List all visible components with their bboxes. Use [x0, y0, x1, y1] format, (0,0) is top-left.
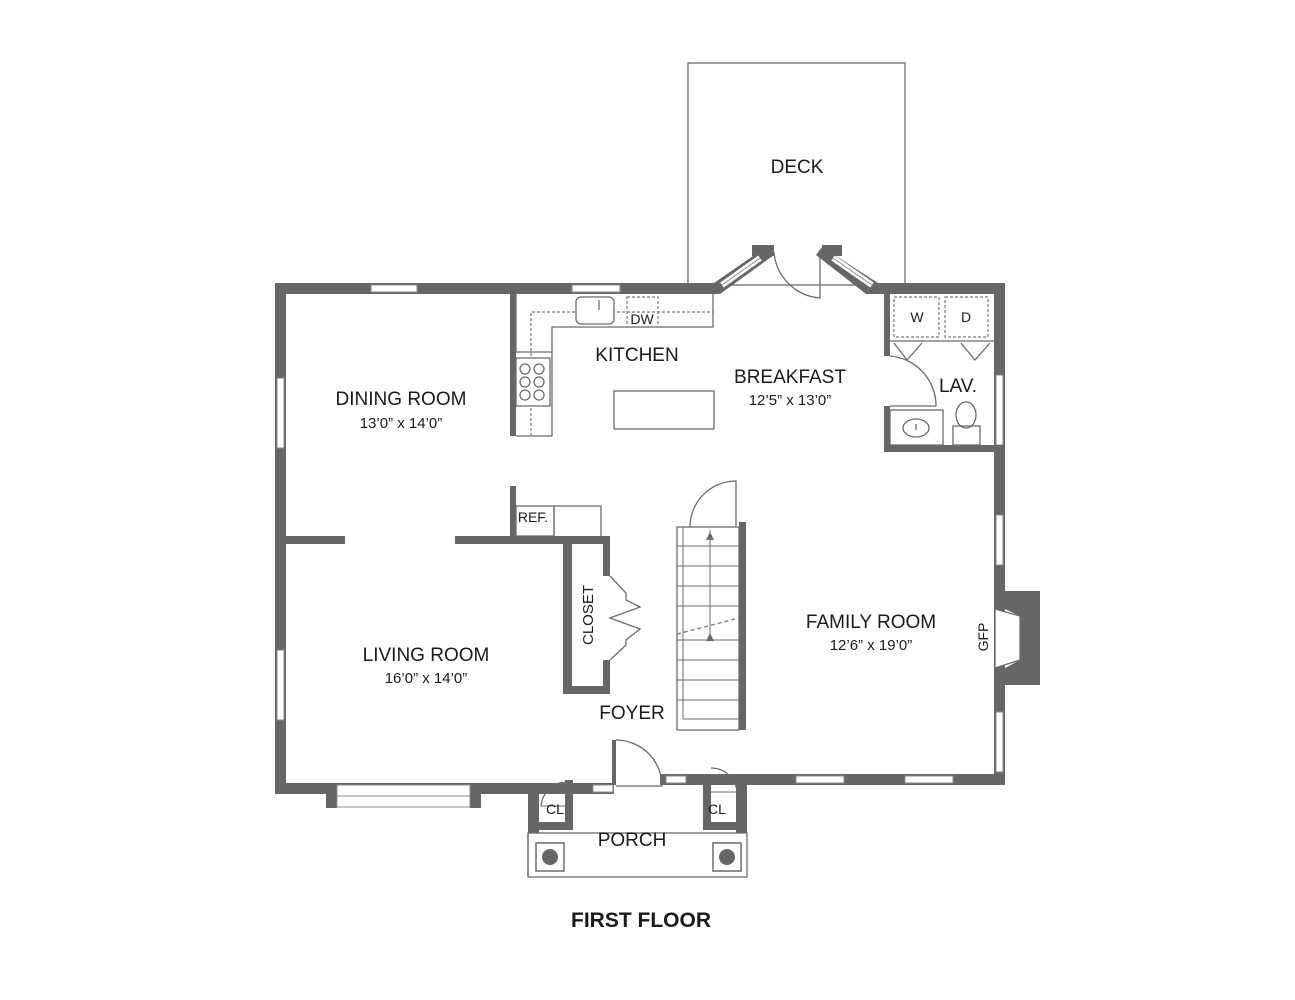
porch-label: PORCH — [598, 830, 667, 851]
door-jamb-left — [752, 245, 774, 256]
deck-outline — [687, 62, 906, 286]
foyer-label: FOYER — [599, 703, 664, 724]
lav-label: LAV. — [939, 376, 977, 397]
family-room-label: FAMILY ROOM — [806, 612, 936, 633]
washer-icon — [893, 296, 940, 338]
kitchen-counters — [515, 294, 715, 537]
family-room-dims: 12’6” x 19’0” — [830, 637, 913, 654]
interior-walls — [286, 294, 1005, 785]
deck-door-swing — [773, 250, 821, 299]
refrigerator-label: REF. — [518, 509, 548, 525]
stair-door-swing — [689, 480, 737, 528]
door-jamb-right — [822, 245, 842, 256]
breakfast-label: BREAKFAST — [734, 367, 846, 388]
toilet-icon — [952, 425, 981, 446]
floor-title: FIRST FLOOR — [571, 909, 711, 932]
living-room-dims: 16’0” x 14’0” — [385, 670, 468, 687]
dishwasher-icon — [626, 296, 659, 328]
lav-sink-icon — [889, 409, 944, 446]
porch — [527, 739, 748, 878]
sink-icon — [575, 296, 615, 325]
porch-column-right — [712, 842, 742, 872]
dryer-label: D — [961, 309, 971, 325]
living-room-label: LIVING ROOM — [363, 645, 490, 666]
deck-label: DECK — [771, 157, 824, 178]
lav-door-swing — [889, 355, 937, 407]
dining-room-dims: 13’0” x 14’0” — [360, 415, 443, 432]
kitchen-label: KITCHEN — [595, 345, 678, 366]
front-door-swing — [615, 739, 663, 787]
washer-label: W — [910, 309, 924, 325]
kitchen-island — [613, 390, 715, 430]
dryer-icon — [944, 296, 989, 338]
dishwasher-label: DW — [630, 311, 654, 327]
windows — [276, 255, 1004, 808]
closet-label: CLOSET — [580, 585, 597, 645]
fireplace-label: GFP — [975, 623, 991, 652]
laundry-area — [889, 296, 994, 446]
closet-left-label: CL — [546, 801, 564, 817]
fireplace — [994, 591, 1040, 685]
staircase — [676, 480, 740, 731]
porch-column-left — [535, 842, 565, 872]
closet-bifold-doors — [608, 575, 642, 661]
dining-room-label: DINING ROOM — [336, 389, 467, 410]
closet-right-label: CL — [708, 801, 726, 817]
breakfast-dims: 12’5” x 13’0” — [749, 392, 832, 409]
